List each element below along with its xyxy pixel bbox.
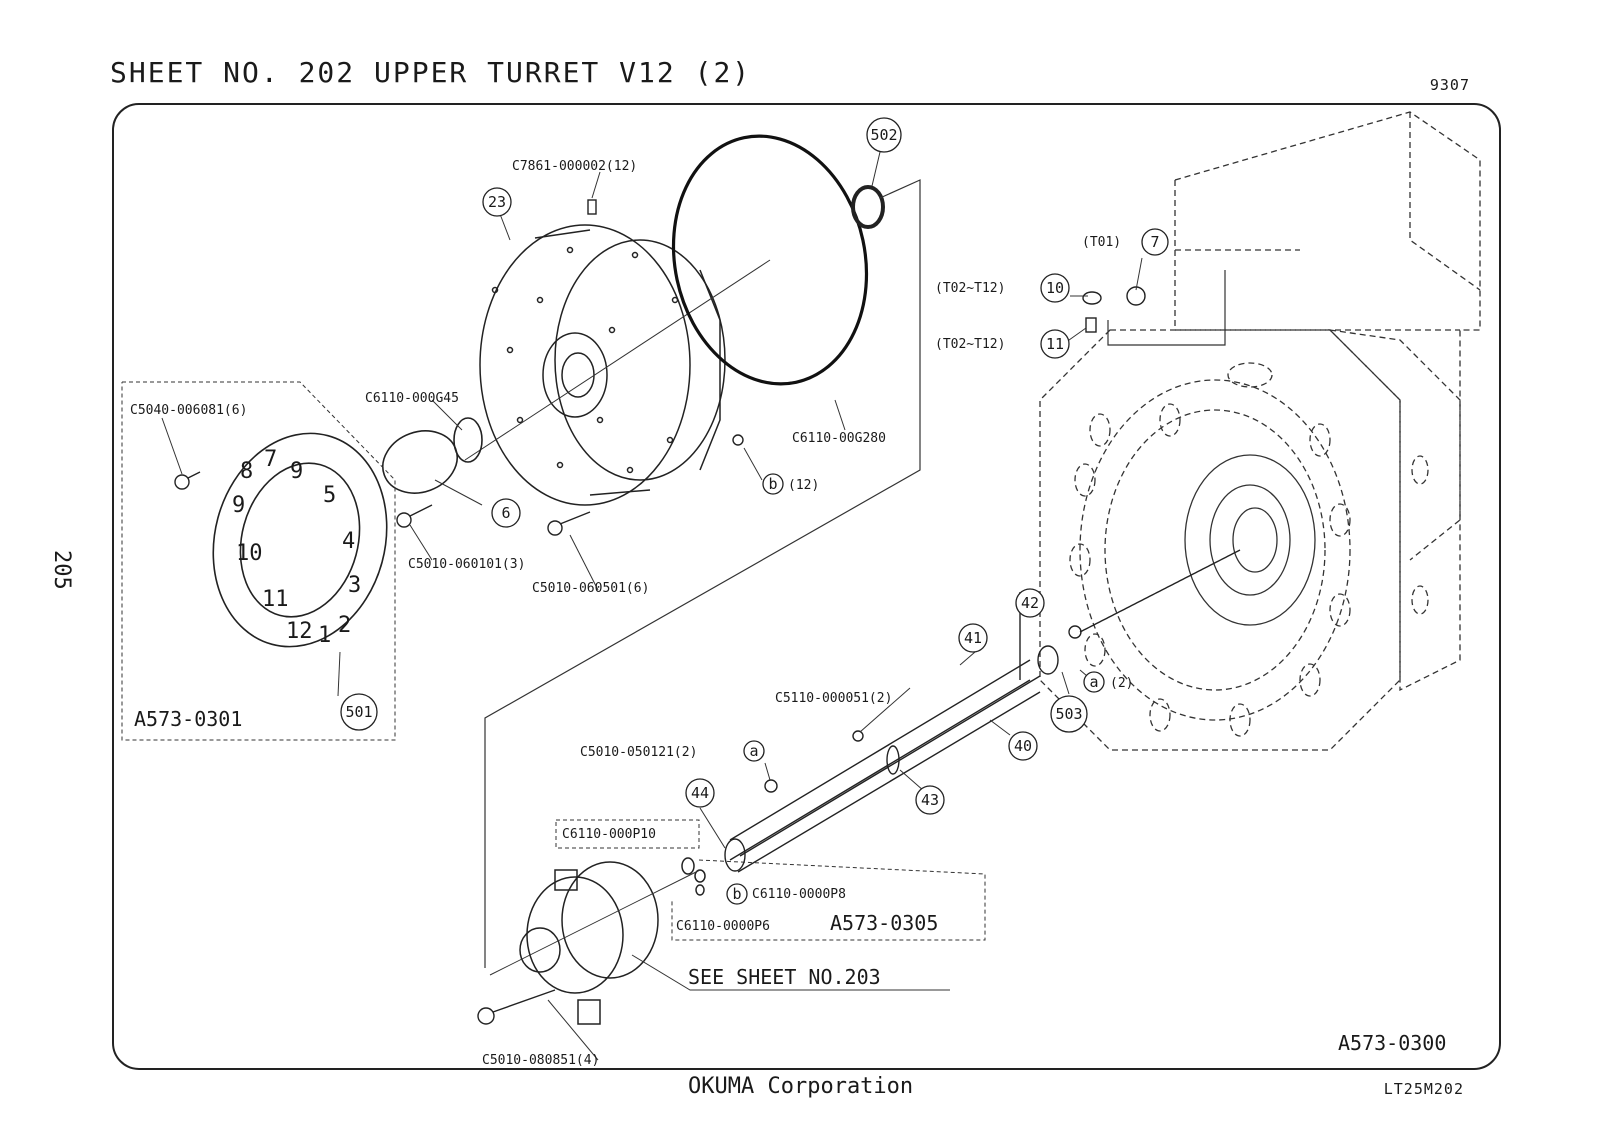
callout-43: 43 xyxy=(921,791,939,809)
part-c6110-0000p6: C6110-0000P6 xyxy=(676,919,770,934)
cover-disc xyxy=(479,224,726,506)
see-sheet-203: SEE SHEET NO.203 xyxy=(688,965,881,989)
sheet-title: SHEET NO. 202 UPPER TURRET V12 (2) xyxy=(110,56,752,89)
a-quantity: (2) xyxy=(1110,676,1133,691)
plate-digit: 5 xyxy=(323,483,336,508)
mark-b: b xyxy=(732,885,741,903)
plate-digit: 12 xyxy=(286,619,313,644)
plate-digits: 9 5 4 3 2 1 12 11 10 9 8 7 xyxy=(232,447,361,648)
part-c5040-006081: C5040-006081(6) xyxy=(130,403,247,418)
leader-lines xyxy=(161,151,1143,1061)
screws xyxy=(174,199,1146,1025)
rotary-joint xyxy=(519,857,706,1025)
callout-44: 44 xyxy=(691,784,709,802)
callout-bubbles xyxy=(340,117,1169,905)
plate-digit: 3 xyxy=(348,573,361,598)
callout-42: 42 xyxy=(1021,594,1039,612)
plug-bracket-line xyxy=(1107,270,1226,346)
disc-bracket-line xyxy=(484,179,921,968)
part-c5010-060501: C5010-060501(6) xyxy=(532,581,649,596)
company-name: OKUMA Corporation xyxy=(688,1074,914,1099)
part-c7861-000002: C7861-000002(12) xyxy=(512,159,637,174)
ring-502 xyxy=(851,185,885,229)
assembly-labels: A573-0301 A573-0305 A573-0300 SEE SHEET … xyxy=(134,707,1446,1055)
part-c5110-000051: C5110-000051(2) xyxy=(775,691,892,706)
callout-7: 7 xyxy=(1150,233,1159,251)
tool-t02-t12: (T02~T12) xyxy=(935,337,1005,352)
plate-digit: 1 xyxy=(318,623,331,648)
rod-assembly xyxy=(724,549,1241,873)
callout-11: 11 xyxy=(1046,335,1064,353)
part-c6110-000g45: C6110-000G45 xyxy=(365,391,459,406)
mark-a: a xyxy=(1089,673,1098,691)
number-plate xyxy=(212,432,388,648)
plate-digit: 10 xyxy=(236,541,263,566)
tool-t01: (T01) xyxy=(1082,235,1121,250)
turret-hub xyxy=(1184,454,1316,626)
callout-41: 41 xyxy=(964,629,982,647)
dashed-boxes xyxy=(121,381,986,941)
part-c6110-000p10: C6110-000P10 xyxy=(562,827,656,842)
part-c5010-050121: C5010-050121(2) xyxy=(580,745,697,760)
callout-502: 502 xyxy=(870,126,897,144)
qualifier-labels: (12) (2) (T01) (T02~T12) (T02~T12) xyxy=(788,235,1133,691)
mark-a: a xyxy=(749,742,758,760)
callout-40: 40 xyxy=(1014,737,1032,755)
joint-axis xyxy=(489,869,701,976)
part-c6110-00g280: C6110-00G280 xyxy=(792,431,886,446)
callout-501: 501 xyxy=(345,703,372,721)
callout-23: 23 xyxy=(488,193,506,211)
sheet-code: 9307 xyxy=(1429,76,1470,94)
plate-digit: 4 xyxy=(342,529,355,554)
cap-6 xyxy=(382,430,458,494)
small-o-ring xyxy=(453,417,483,463)
callout-503: 503 xyxy=(1055,705,1082,723)
plate-digit: 11 xyxy=(262,587,289,612)
mark-b: b xyxy=(768,475,777,493)
b-quantity: (12) xyxy=(788,478,819,493)
plate-digit: 7 xyxy=(264,447,277,472)
assembly-a573-0305: A573-0305 xyxy=(830,911,938,935)
callout-10: 10 xyxy=(1046,279,1064,297)
plate-digit: 9 xyxy=(232,493,245,518)
disc-axis xyxy=(464,259,771,461)
part-c6110-0000p8: C6110-0000P8 xyxy=(752,887,846,902)
part-numbers: C7861-000002(12) C5040-006081(6) C6110-0… xyxy=(130,159,892,1068)
assembly-a573-0301: A573-0301 xyxy=(134,707,242,731)
turret-body xyxy=(1039,111,1481,751)
plate-digit: 9 xyxy=(290,459,303,484)
callout-numbers: 23 502 7 10 11 6 501 42 41 40 503 43 44 … xyxy=(345,126,1159,903)
plate-digit: 2 xyxy=(338,613,351,638)
part-c5010-060101: C5010-060101(3) xyxy=(408,557,525,572)
diagram-frame xyxy=(112,103,1501,1070)
drawing-id: LT25M202 xyxy=(1383,1080,1464,1098)
assembly-a573-0300: A573-0300 xyxy=(1338,1031,1446,1055)
callout-6: 6 xyxy=(501,504,510,522)
large-o-ring xyxy=(671,134,869,386)
part-c5010-080851: C5010-080851(4) xyxy=(482,1053,599,1068)
plate-digit: 8 xyxy=(240,459,253,484)
tool-t02-t12: (T02~T12) xyxy=(935,281,1005,296)
